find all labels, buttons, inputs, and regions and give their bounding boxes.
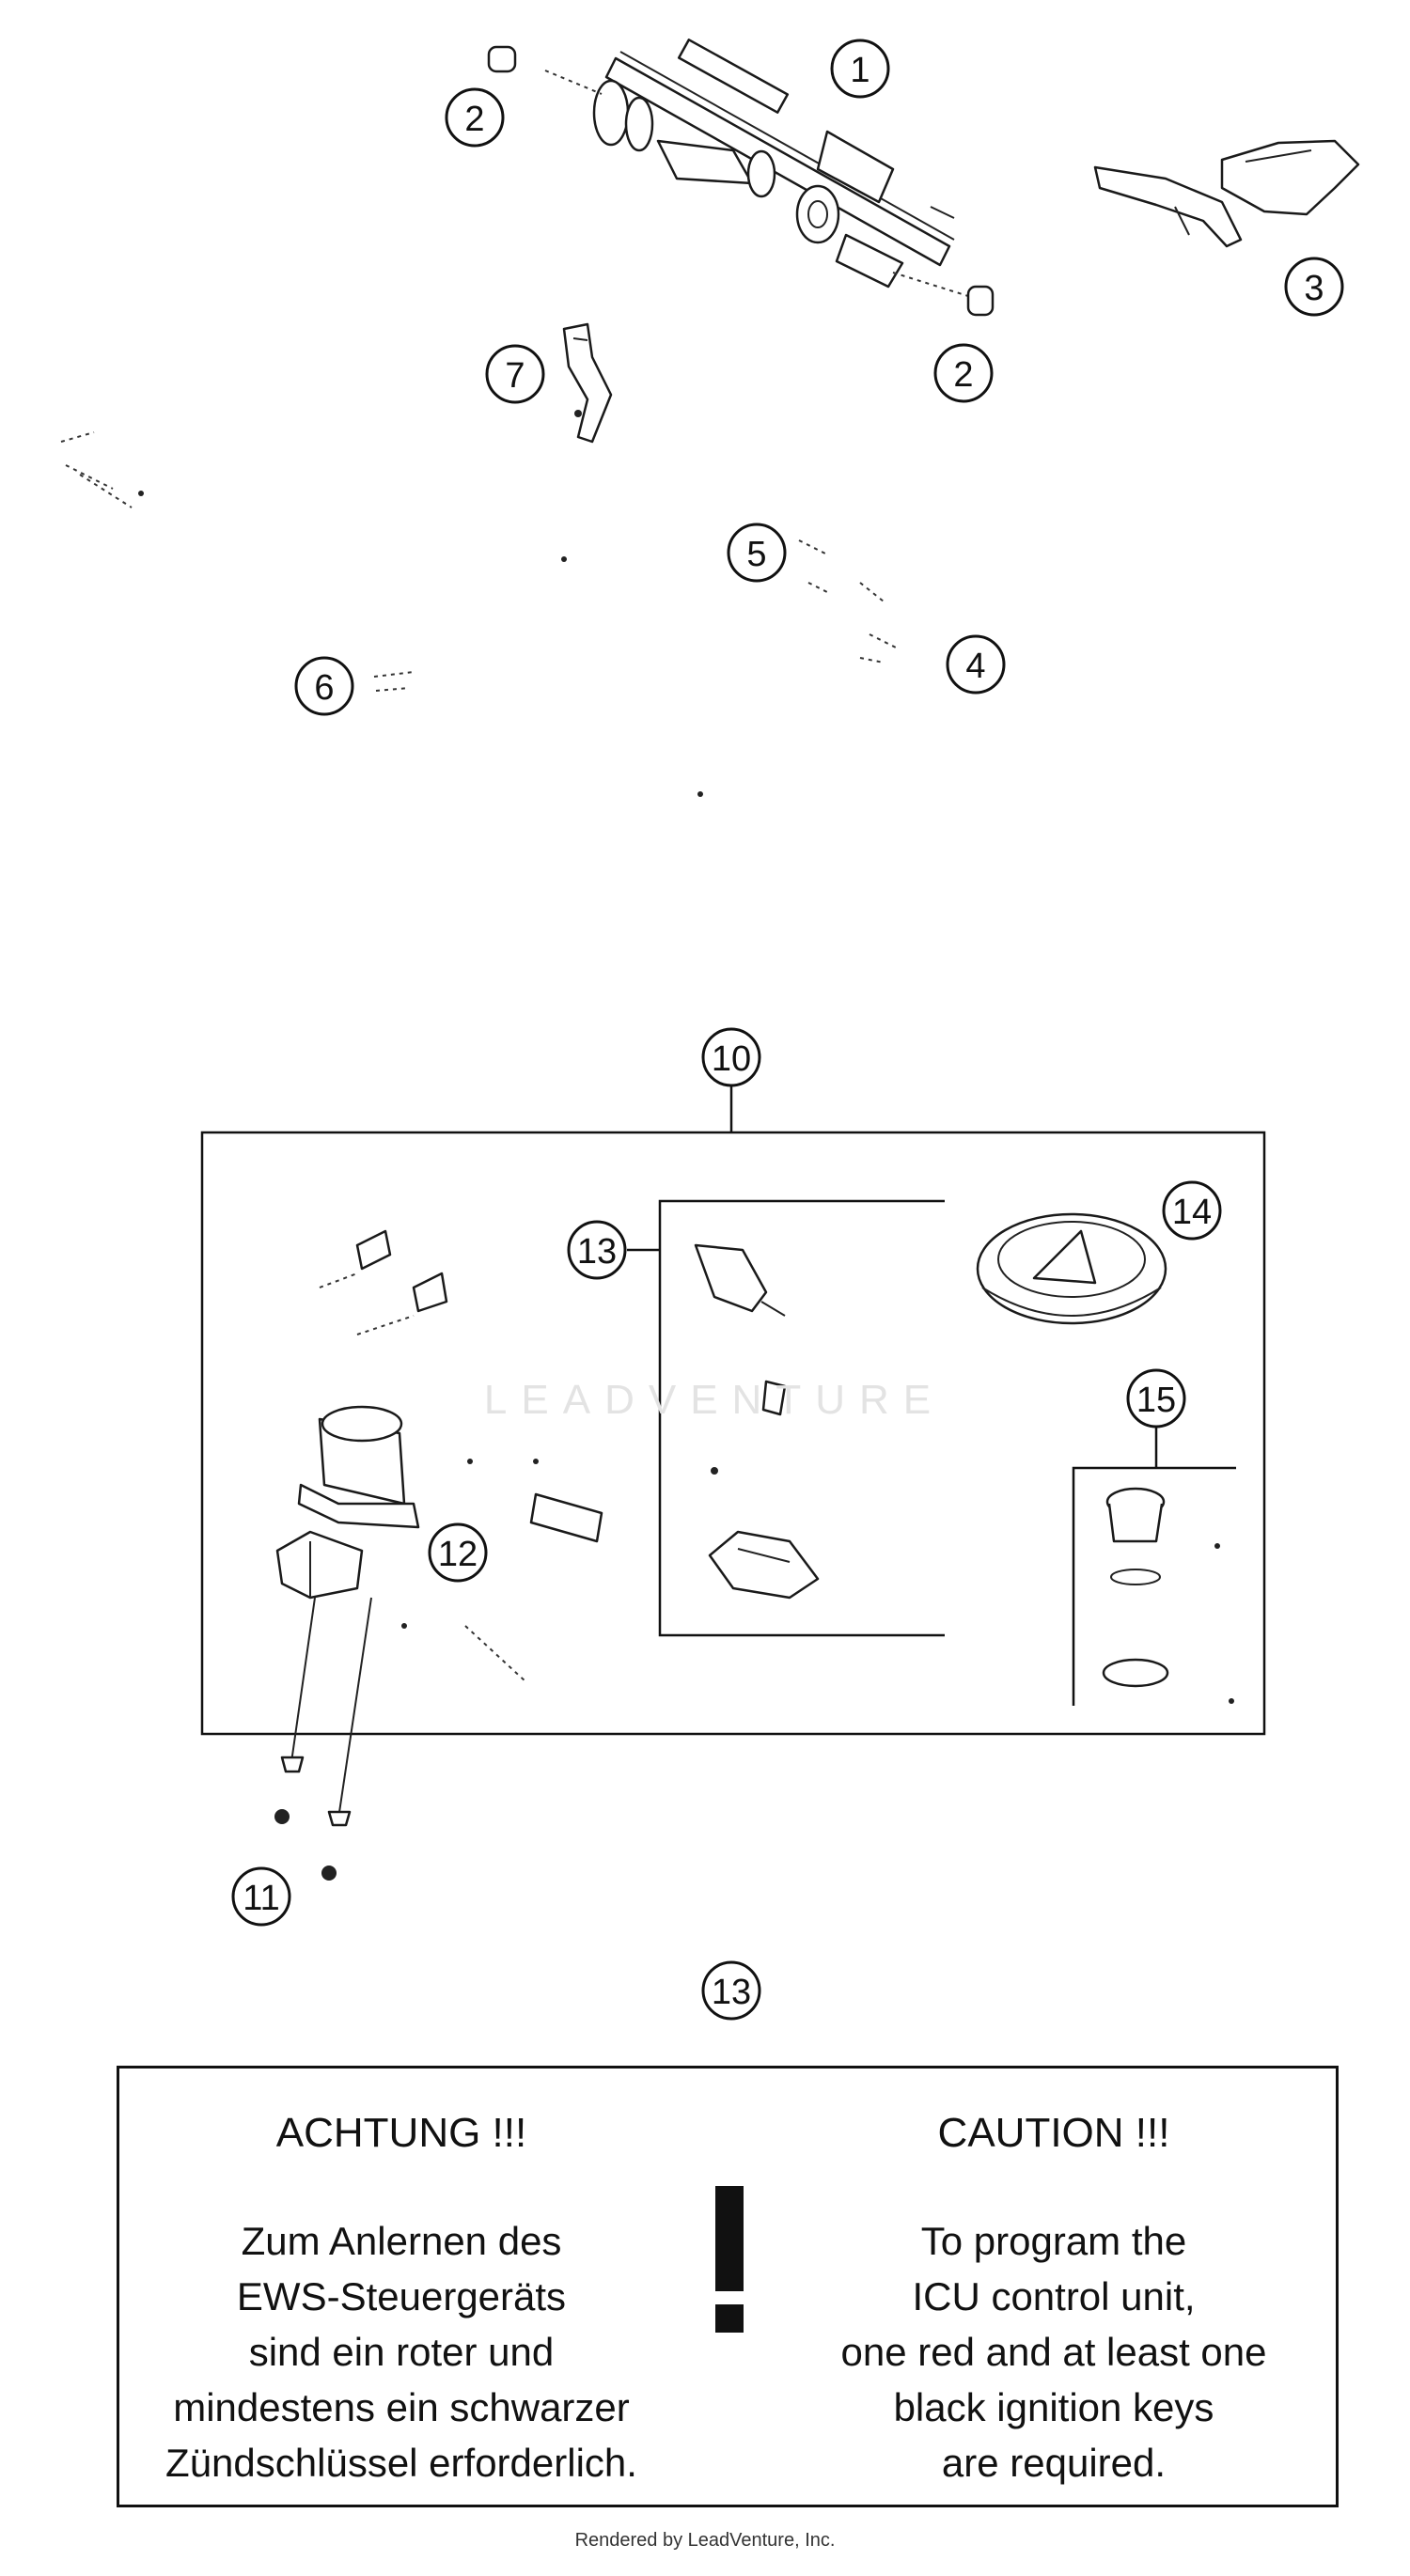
english-line: black ignition keys bbox=[893, 2385, 1214, 2429]
svg-text:4: 4 bbox=[965, 647, 985, 686]
svg-text:2: 2 bbox=[953, 355, 973, 395]
callout-1: 1 bbox=[830, 39, 890, 99]
part-3-illustration bbox=[1093, 139, 1360, 248]
german-notice: ACHTUNG !!! Zum Anlernen des EWS-Steuerg… bbox=[138, 2102, 665, 2490]
part-6-illustration bbox=[373, 671, 415, 692]
part-15-illustration bbox=[1102, 1487, 1234, 1704]
callout-12: 12 bbox=[428, 1522, 488, 1583]
exclamation-icon bbox=[715, 2186, 744, 2336]
callout-4: 4 bbox=[946, 634, 1006, 695]
svg-text:14: 14 bbox=[1172, 1193, 1212, 1232]
svg-text:6: 6 bbox=[314, 668, 334, 708]
svg-text:15: 15 bbox=[1136, 1381, 1176, 1420]
english-notice: CAUTION !!! To program the ICU control u… bbox=[791, 2102, 1317, 2490]
english-line: ICU control unit, bbox=[912, 2274, 1196, 2318]
rendered-by-credit: Rendered by LeadVenture, Inc. bbox=[574, 2530, 836, 2551]
svg-text:3: 3 bbox=[1304, 269, 1324, 308]
svg-text:7: 7 bbox=[505, 356, 525, 396]
svg-text:10: 10 bbox=[712, 1039, 751, 1079]
svg-text:11: 11 bbox=[243, 1879, 279, 1918]
english-line: To program the bbox=[920, 2219, 1187, 2263]
part-11-illustration bbox=[274, 1809, 337, 1881]
svg-text:1: 1 bbox=[850, 51, 870, 90]
part-13-key-illustration bbox=[694, 1243, 820, 1600]
german-line: sind ein roter und bbox=[248, 2330, 555, 2374]
callout-11: 11 bbox=[231, 1866, 291, 1927]
german-line: Zündschlüssel erforderlich. bbox=[165, 2441, 637, 2485]
english-heading: CAUTION !!! bbox=[937, 2110, 1170, 2156]
part-7-illustration bbox=[562, 322, 613, 444]
svg-text:13: 13 bbox=[712, 1973, 751, 2012]
watermark: LEADVENTURE bbox=[483, 1377, 946, 1423]
part-1-illustration bbox=[487, 39, 995, 317]
english-line: are required. bbox=[941, 2441, 1167, 2485]
callout-2-left: 2 bbox=[445, 87, 505, 148]
callout-13-box: 13 bbox=[567, 1220, 627, 1280]
callout-6: 6 bbox=[294, 656, 354, 716]
callout-3: 3 bbox=[1284, 257, 1344, 317]
callout-5: 5 bbox=[727, 523, 787, 583]
english-body: To program the ICU control unit, one red… bbox=[791, 2213, 1317, 2490]
sub-box-13 bbox=[658, 1199, 945, 1637]
callout-10: 10 bbox=[701, 1027, 761, 1087]
callout-13-notice: 13 bbox=[701, 1960, 761, 2021]
callout-7: 7 bbox=[485, 344, 545, 404]
german-line: Zum Anlernen des bbox=[241, 2219, 562, 2263]
ignition-lock-illustration bbox=[275, 1229, 603, 1827]
small-parts-cluster-left bbox=[60, 431, 567, 562]
svg-text:12: 12 bbox=[438, 1535, 478, 1574]
key-programming-notice: ACHTUNG !!! Zum Anlernen des EWS-Steuerg… bbox=[117, 2066, 1339, 2507]
parts-4-5-illustration bbox=[798, 539, 899, 664]
stray-mark bbox=[697, 791, 703, 797]
german-line: EWS-Steuergeräts bbox=[236, 2274, 567, 2318]
german-body: Zum Anlernen des EWS-Steuergeräts sind e… bbox=[138, 2213, 665, 2490]
english-line: one red and at least one bbox=[840, 2330, 1267, 2374]
svg-text:13: 13 bbox=[577, 1232, 617, 1272]
german-line: mindestens ein schwarzer bbox=[173, 2385, 630, 2429]
callout-2-right: 2 bbox=[933, 343, 994, 403]
svg-text:2: 2 bbox=[464, 100, 484, 139]
callout-15: 15 bbox=[1126, 1368, 1186, 1429]
sub-box-15 bbox=[1072, 1466, 1236, 1706]
german-heading: ACHTUNG !!! bbox=[275, 2110, 527, 2156]
lock-set-box bbox=[200, 1131, 1266, 1736]
svg-text:5: 5 bbox=[746, 535, 766, 574]
callout-14: 14 bbox=[1162, 1180, 1222, 1241]
part-14-illustration bbox=[976, 1212, 1167, 1325]
